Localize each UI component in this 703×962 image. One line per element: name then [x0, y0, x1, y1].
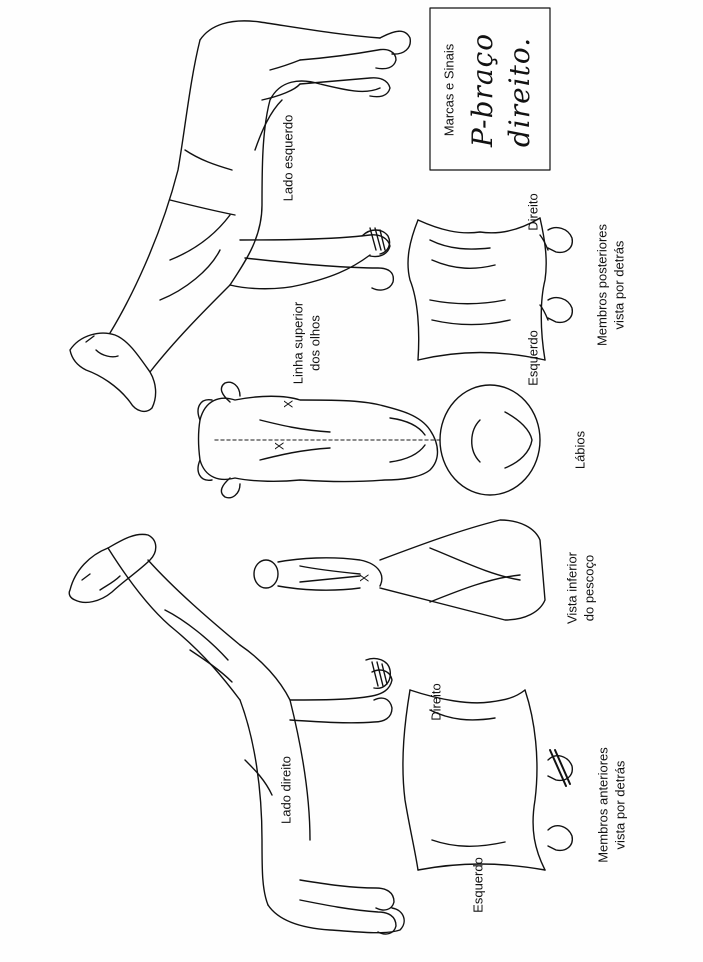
legend-handwritten-line1: P-braço	[467, 33, 499, 147]
neck-underside-drawing	[254, 520, 545, 620]
mark-x-forehead: X	[273, 442, 288, 450]
label-lado-direito: Lado direito	[279, 756, 294, 824]
label-vista-inferior-1: Vista inferior	[565, 552, 580, 624]
label-direito-posteriores: Direito	[526, 193, 541, 231]
label-linha-superior-2: dos olhos	[308, 315, 323, 371]
horse-left-side-drawing	[70, 21, 410, 411]
hind-limbs-rear-view-drawing	[408, 218, 572, 360]
lips-drawing	[440, 385, 540, 495]
label-vista-inferior-2: do pescoço	[582, 555, 597, 622]
label-membros-posteriores-2: vista por detrás	[612, 241, 627, 330]
horse-right-side-drawing	[69, 534, 404, 934]
legend-handwritten-line2: direito.	[504, 37, 536, 147]
head-front-view-drawing	[198, 382, 440, 498]
legend-title: Marcas e Sinais	[442, 44, 457, 136]
label-esquerdo-posteriores: Esquerdo	[526, 330, 541, 386]
label-membros-anteriores-1: Membros anteriores	[596, 747, 611, 863]
label-direito-anteriores: Direito	[429, 683, 444, 721]
label-labios: Lábios	[573, 431, 588, 469]
mark-x-eye-line: X	[282, 400, 297, 408]
label-membros-posteriores-1: Membros posteriores	[595, 224, 610, 346]
label-membros-anteriores-2: vista por detrás	[613, 761, 628, 850]
label-lado-esquerdo: Lado esquerdo	[281, 115, 296, 202]
label-esquerdo-anteriores: Esquerdo	[471, 857, 486, 913]
label-linha-superior-1: Linha superior	[291, 302, 306, 384]
mark-x-neck: X	[358, 574, 373, 582]
